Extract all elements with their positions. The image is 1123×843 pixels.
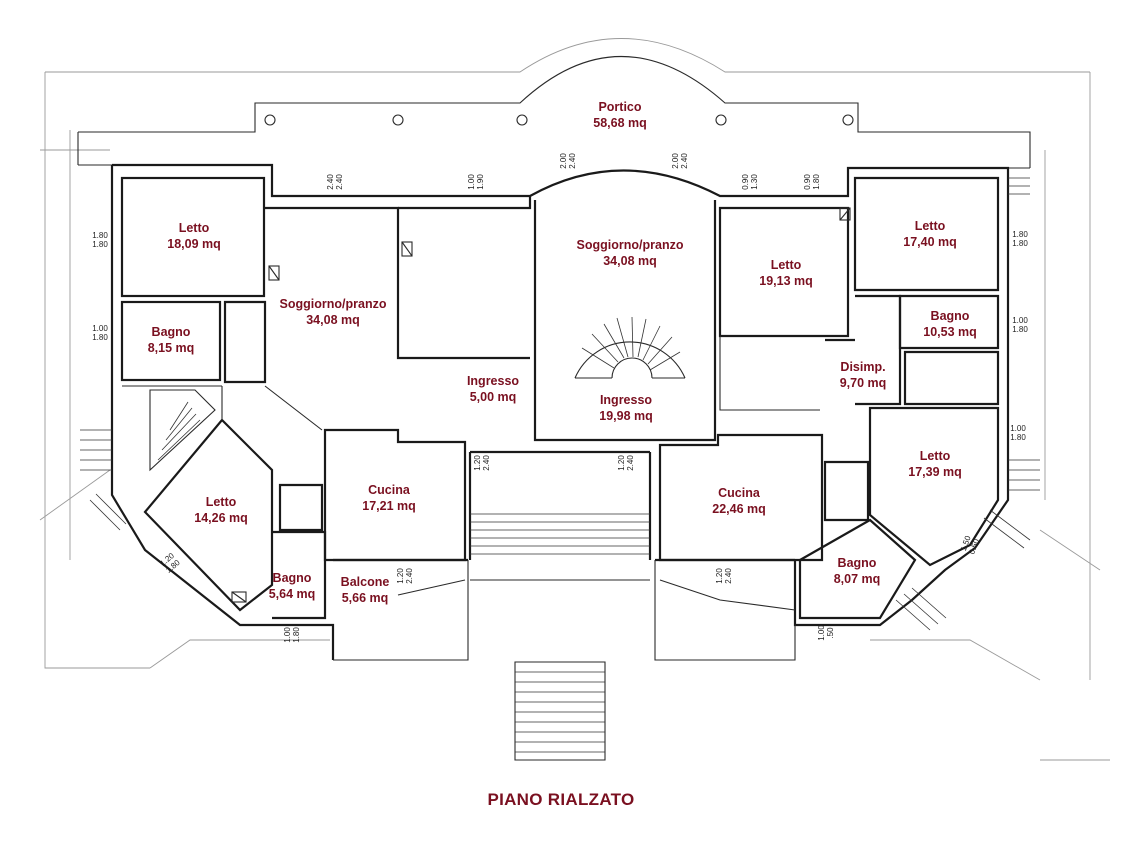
portico-outline	[77, 55, 1031, 169]
east-stairs	[89, 177, 1040, 631]
window-dimension: 1.00.50	[817, 625, 835, 641]
shafts	[231, 207, 851, 603]
west-stair	[80, 389, 216, 472]
site-outline	[39, 38, 1110, 761]
entrance-stairs	[470, 513, 650, 761]
interior-walls	[120, 176, 1000, 620]
room-disimpegno: Disimp.9,70 mq	[839, 360, 887, 390]
plan-title: PIANO RIALZATO	[487, 790, 635, 809]
spiral-stair	[574, 316, 686, 379]
